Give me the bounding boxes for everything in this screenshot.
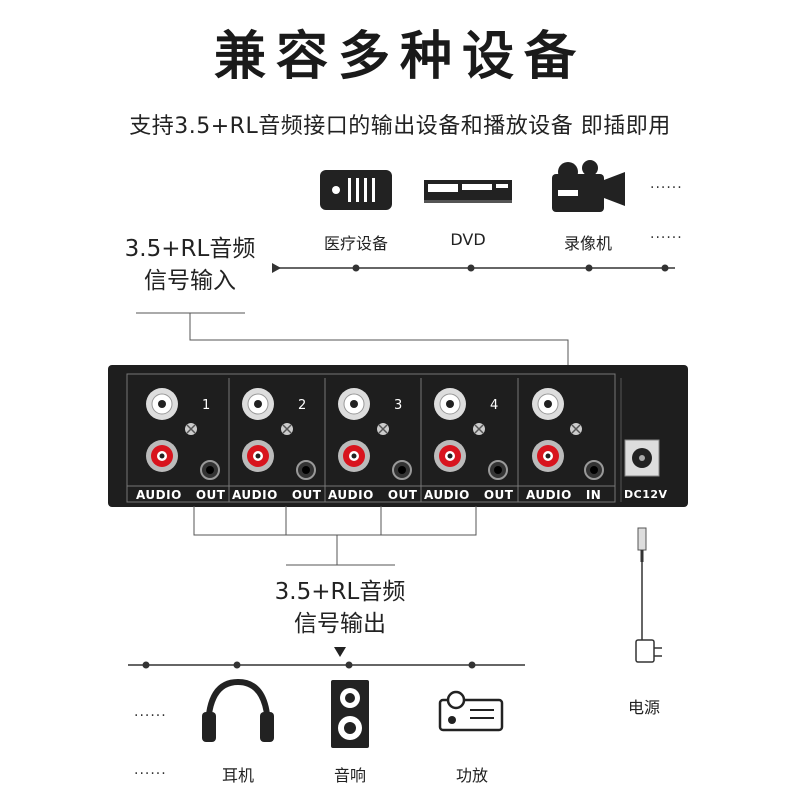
output-label-amplifier: 功放: [455, 766, 488, 785]
dvd-player-icon: [424, 180, 512, 203]
output-label-headphones: 耳机: [221, 766, 254, 785]
more-devices-dots: ......: [650, 176, 683, 192]
port-block-4: [434, 388, 508, 480]
output-signal-label: 3.5+RL音频 信号输出: [260, 576, 420, 640]
input-signal-label: 3.5+RL音频 信号输入: [110, 233, 270, 297]
port-number-3: 3: [394, 398, 403, 413]
port-label-in: AUDIO IN: [526, 488, 602, 502]
input-label-line2: 信号输入: [144, 268, 236, 294]
port-block-1: [146, 388, 220, 480]
port-label-1: AUDIO OUT: [136, 488, 226, 502]
port-number-2: 2: [298, 398, 307, 413]
port-label-2: AUDIO OUT: [232, 488, 322, 502]
device-label-medical: 医疗设备: [323, 234, 388, 253]
page-subtitle: 支持3.5+RL音频接口的输出设备和播放设备 即插即用: [129, 114, 671, 139]
device-label-camcorder: 录像机: [563, 234, 612, 253]
amplifier-icon: [438, 690, 504, 732]
speaker-icon: [331, 680, 369, 748]
port-number-4: 4: [490, 398, 499, 413]
port-block-2: [242, 388, 316, 480]
output-label-speaker: 音响: [333, 766, 366, 785]
power-label: 电源: [627, 698, 660, 717]
port-block-in: [532, 388, 604, 480]
port-block-3: [338, 388, 412, 480]
power-port-label: DC12V: [624, 488, 668, 501]
input-label-line1: 3.5+RL音频: [124, 236, 256, 262]
port-number-1: 1: [202, 398, 211, 413]
headphones-icon: [202, 678, 274, 742]
port-label-3: AUDIO OUT: [328, 488, 418, 502]
output-label-line1: 3.5+RL音频: [274, 579, 406, 605]
medical-device-icon: [320, 170, 392, 210]
video-camera-icon: [552, 160, 625, 212]
output-label-line2: 信号输出: [294, 611, 386, 637]
device-label-dvd: DVD: [450, 230, 486, 249]
more-devices-dots-2: ......: [650, 226, 683, 242]
page-title: 兼容多种设备: [213, 27, 586, 87]
port-label-4: AUDIO OUT: [424, 488, 514, 502]
more-outputs-dots: ......: [134, 704, 167, 720]
more-outputs-dots-2: ......: [134, 762, 167, 778]
